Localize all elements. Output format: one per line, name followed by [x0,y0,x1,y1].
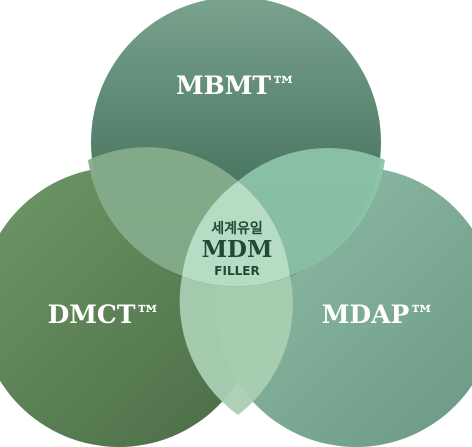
overlap-top-left [88,147,238,276]
label-dmct: DMCT™ [48,300,161,329]
label-mdap: MDAP™ [322,300,435,329]
overlap-left-right [179,276,293,415]
label-mbmt: MBMT™ [176,71,296,100]
center-brand: 세계유일 [211,221,263,237]
center-title: MDM [202,236,273,263]
overlap-center [182,181,290,287]
center-subtitle: FILLER [214,264,259,278]
overlap-top-right [238,147,385,276]
